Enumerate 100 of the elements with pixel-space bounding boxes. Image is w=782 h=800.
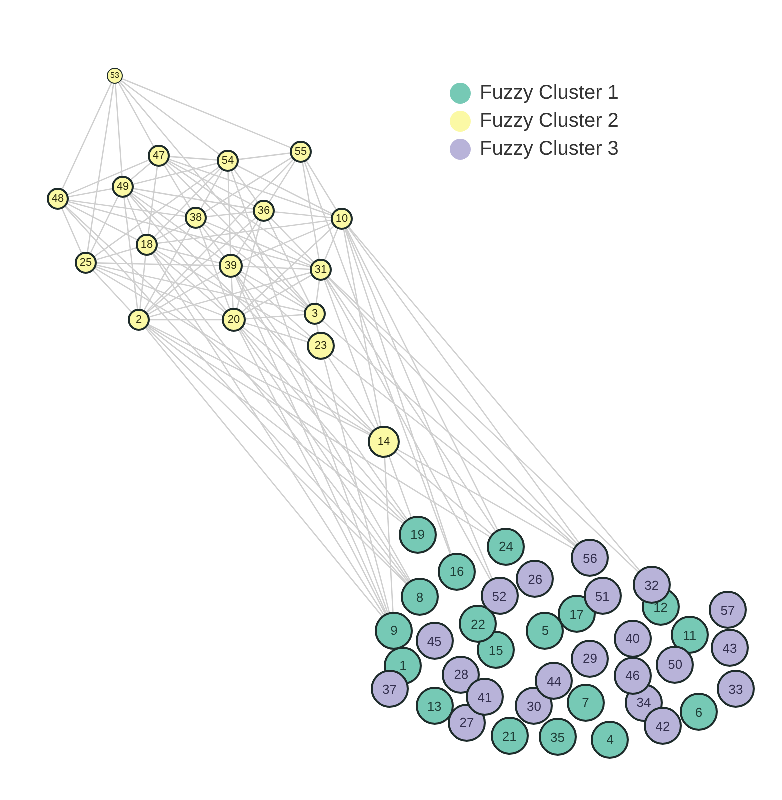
node-label: 1 [400, 659, 407, 672]
node-label: 5 [542, 624, 550, 638]
node-label: 42 [656, 720, 670, 733]
network-link [68, 204, 138, 240]
node-label: 3 [312, 308, 318, 320]
node-label: 14 [378, 436, 390, 448]
node-label: 56 [583, 552, 598, 565]
network-node [614, 656, 652, 695]
network-node [185, 207, 207, 229]
network-node [644, 707, 682, 746]
network-link [94, 166, 220, 258]
network-link [130, 194, 374, 432]
network-node [709, 591, 747, 629]
network-link [332, 354, 576, 547]
network-node [670, 616, 709, 654]
node-label: 9 [390, 624, 398, 638]
node-label: 27 [460, 716, 474, 730]
node-label: 13 [427, 700, 442, 712]
network-link [304, 162, 451, 554]
network-link [302, 162, 320, 260]
node-label: 30 [527, 700, 542, 712]
network-link [324, 228, 338, 260]
network-link [164, 165, 191, 209]
network-node [535, 662, 574, 700]
node-label: 31 [314, 264, 328, 276]
network-link [241, 271, 306, 310]
network-link [236, 276, 412, 582]
network-link [228, 172, 232, 254]
node-label: 2 [136, 314, 142, 326]
network-link [346, 228, 498, 530]
network-link [153, 253, 409, 583]
node-label: 6 [695, 706, 703, 718]
network-link [140, 256, 146, 310]
node-label: 38 [190, 212, 202, 224]
network-link [244, 274, 312, 315]
network-link [346, 228, 493, 579]
network-link [148, 325, 490, 538]
node-label: 7 [582, 696, 590, 710]
network-node [566, 684, 605, 722]
network-link [200, 170, 224, 209]
node-label: 49 [116, 182, 130, 192]
network-link [242, 222, 332, 262]
network-link [126, 196, 144, 236]
node-label: 33 [728, 682, 744, 696]
network-node [47, 188, 69, 210]
node-label: 29 [583, 652, 598, 666]
network-link [96, 264, 304, 312]
network-node [516, 560, 554, 598]
network-link [68, 188, 112, 198]
network-node [75, 252, 97, 274]
node-label: 34 [636, 696, 652, 710]
network-node [656, 646, 694, 684]
network-node [401, 578, 439, 616]
network-link [146, 218, 256, 314]
network-link [240, 330, 410, 582]
network-link [238, 152, 290, 160]
network-link [396, 452, 492, 536]
network-link [202, 226, 224, 257]
node-label: 11 [683, 628, 697, 642]
network-link [96, 247, 137, 261]
network-node [304, 303, 326, 325]
node-label: 18 [140, 240, 154, 250]
node-label: 4 [606, 733, 614, 746]
network-link [66, 206, 404, 522]
network-node [614, 620, 652, 658]
node-label: 26 [528, 572, 543, 586]
network-link [154, 168, 221, 238]
node-label: 23 [314, 340, 328, 352]
network-link [274, 211, 332, 219]
network-node [375, 612, 414, 650]
network-link [170, 156, 218, 161]
node-label: 22 [471, 618, 486, 631]
network-link [168, 162, 312, 264]
network-link [322, 320, 576, 546]
network-link [398, 449, 574, 550]
network-node [466, 678, 504, 716]
network-link [326, 278, 496, 532]
network-link [156, 222, 187, 240]
node-label: 15 [488, 644, 504, 656]
node-label: 32 [644, 578, 660, 592]
network-link [96, 266, 224, 316]
network-link [132, 192, 222, 260]
network-link [154, 252, 226, 313]
network-link [148, 166, 158, 234]
network-link [235, 276, 388, 614]
network-link [130, 194, 227, 312]
network-link [206, 211, 254, 218]
network-link [242, 266, 310, 270]
network-node [416, 622, 454, 660]
legend-label: Fuzzy Cluster 1 [480, 82, 619, 105]
network-link [242, 226, 334, 312]
network-node [591, 720, 630, 759]
node-label: 16 [450, 565, 464, 578]
node-label: 12 [654, 600, 668, 614]
node-label: 44 [547, 674, 562, 688]
network-node [307, 332, 335, 360]
network-link [236, 220, 259, 256]
network-link [231, 171, 389, 614]
network-node [480, 577, 519, 616]
network-link [64, 206, 408, 584]
